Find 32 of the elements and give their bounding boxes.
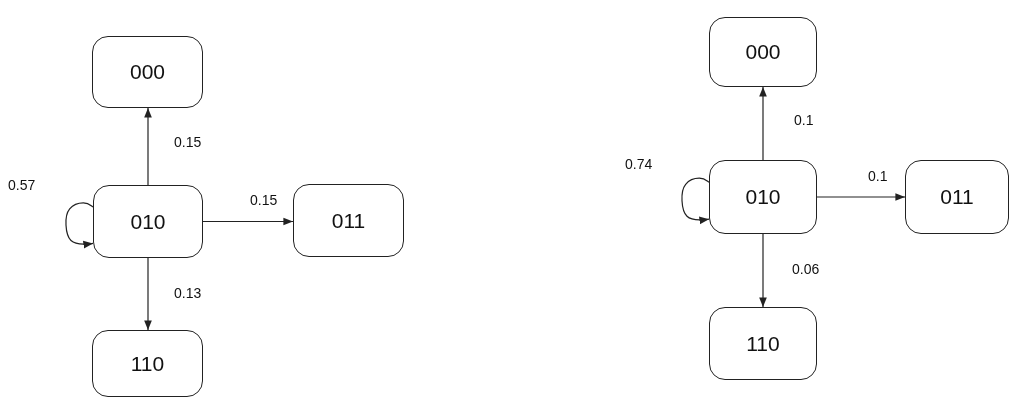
edge-label: 0.15 xyxy=(172,134,204,150)
state-label: 000 xyxy=(745,40,781,64)
edge-label: 0.1 xyxy=(866,168,890,184)
edge-label: 0.1 xyxy=(792,112,816,128)
arrow xyxy=(144,107,152,186)
state-box xyxy=(709,307,817,380)
arrow xyxy=(202,217,294,226)
state-label: 110 xyxy=(130,351,165,376)
edge-label: 0.06 xyxy=(790,261,822,277)
state-label: 011 xyxy=(940,185,974,209)
state-box xyxy=(905,160,1009,234)
state-label: 010 xyxy=(130,209,166,234)
state-box xyxy=(709,17,817,87)
state-label: 000 xyxy=(129,60,165,84)
state-box xyxy=(709,160,817,234)
edge-label: 0.15 xyxy=(248,192,280,208)
self-loop-arrow xyxy=(65,202,94,249)
state-label: 110 xyxy=(746,331,780,356)
state-label: 010 xyxy=(745,185,781,209)
arrow xyxy=(759,86,767,161)
state-label: 011 xyxy=(331,208,366,233)
state-box xyxy=(293,184,404,257)
state-box xyxy=(93,185,203,258)
arrow xyxy=(144,257,152,331)
arrow xyxy=(759,233,767,308)
edge-label: 0.74 xyxy=(623,156,655,172)
self-loop-arrow xyxy=(681,177,710,225)
edge-label: 0.57 xyxy=(6,177,38,193)
state-box xyxy=(92,36,203,108)
state-box xyxy=(92,330,203,397)
edge-label: 0.13 xyxy=(172,285,204,301)
arrow xyxy=(816,193,906,201)
